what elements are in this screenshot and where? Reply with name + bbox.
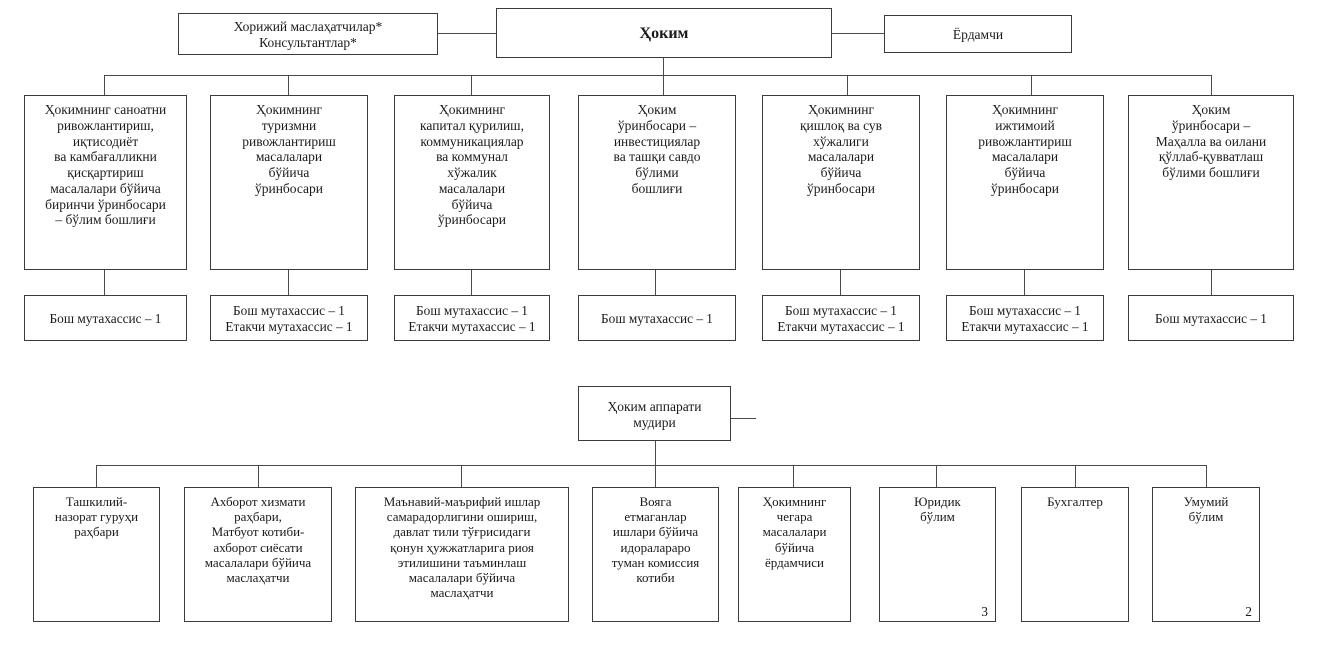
connector-drop-deputy-7 xyxy=(1211,75,1213,95)
node-deputy-6-label: Ҳокимнинг ижтимоий ривожлантириш масалал… xyxy=(978,102,1072,196)
node-deputy-2[interactable]: Ҳокимнинг туризмни ривожлантириш масалал… xyxy=(210,95,368,270)
node-staff-6[interactable]: Бош мутахассис – 1 Етакчи мутахассис – 1 xyxy=(946,295,1104,341)
connector-deputy-6-to-staff xyxy=(1024,270,1026,295)
connector-head-to-assistant xyxy=(832,33,884,35)
node-head[interactable]: Ҳоким xyxy=(496,8,832,58)
connector-drop-deputy-3 xyxy=(471,75,473,95)
node-deputy-3-label: Ҳокимнинг капитал қурилиш, коммуникациял… xyxy=(420,102,524,228)
connector-drop-unit-8 xyxy=(1206,465,1208,487)
connector-apparatus-bus xyxy=(96,465,1206,467)
node-staff-3-label: Бош мутахассис – 1 Етакчи мутахассис – 1 xyxy=(408,303,536,334)
connector-drop-unit-6 xyxy=(936,465,938,487)
connector-deputy-4-to-staff xyxy=(655,270,657,295)
node-unit-2-label: Ахборот хизмати раҳбари, Матбуот котиби-… xyxy=(204,494,312,586)
node-unit-6-label: Юридик бўлим xyxy=(914,494,961,525)
node-staff-3[interactable]: Бош мутахассис – 1 Етакчи мутахассис – 1 xyxy=(394,295,550,341)
node-staff-1-label: Бош мутахассис – 1 xyxy=(49,311,162,327)
connector-drop-deputy-4 xyxy=(663,75,665,95)
node-unit-1[interactable]: Ташкилий- назорат гуруҳи раҳбари xyxy=(33,487,160,622)
node-deputy-1-label: Ҳокимнинг саноатни ривожлантириш, иқтисо… xyxy=(44,102,167,228)
connector-deputy-3-to-staff xyxy=(471,270,473,295)
node-deputy-5-label: Ҳокимнинг қишлоқ ва сув хўжалиги масалал… xyxy=(799,102,883,196)
node-unit-8-label: Умумий бўлим xyxy=(1183,494,1229,525)
node-foreign-advisors-label: Хорижий маслаҳатчилар* Консультантлар* xyxy=(233,19,383,50)
node-unit-6[interactable]: Юридик бўлим 3 xyxy=(879,487,996,622)
connector-drop-deputy-6 xyxy=(1031,75,1033,95)
connector-drop-unit-1 xyxy=(96,465,98,487)
connector-apparatus-stem xyxy=(655,441,657,465)
node-staff-4-label: Бош мутахассис – 1 xyxy=(601,311,713,327)
node-deputy-2-label: Ҳокимнинг туризмни ривожлантириш масалал… xyxy=(242,102,336,196)
connector-drop-unit-3 xyxy=(461,465,463,487)
connector-drop-unit-2 xyxy=(258,465,260,487)
node-staff-4[interactable]: Бош мутахассис – 1 xyxy=(578,295,736,341)
node-deputy-5[interactable]: Ҳокимнинг қишлоқ ва сув хўжалиги масалал… xyxy=(762,95,920,270)
node-unit-7-label: Бухгалтер xyxy=(1047,494,1103,509)
node-staff-5[interactable]: Бош мутахассис – 1 Етакчи мутахассис – 1 xyxy=(762,295,920,341)
node-assistant-label: Ёрдамчи xyxy=(952,27,1004,43)
node-staff-6-label: Бош мутахассис – 1 Етакчи мутахассис – 1 xyxy=(961,303,1089,334)
node-unit-8-count: 2 xyxy=(1245,603,1252,619)
node-staff-5-label: Бош мутахассис – 1 Етакчи мутахассис – 1 xyxy=(777,303,905,334)
node-unit-5[interactable]: Ҳокимнинг чегара масалалари бўйича ёрдам… xyxy=(738,487,851,622)
node-staff-2[interactable]: Бош мутахассис – 1 Етакчи мутахассис – 1 xyxy=(210,295,368,341)
node-assistant[interactable]: Ёрдамчи xyxy=(884,15,1072,53)
node-unit-7[interactable]: Бухгалтер xyxy=(1021,487,1129,622)
node-unit-3-label: Маънавий-маърифий ишлар самарадорлигини … xyxy=(383,494,541,601)
connector-drop-unit-7 xyxy=(1075,465,1077,487)
node-staff-1[interactable]: Бош мутахассис – 1 xyxy=(24,295,187,341)
connector-deputy-5-to-staff xyxy=(840,270,842,295)
node-unit-6-count: 3 xyxy=(981,603,988,619)
connector-head-stem xyxy=(663,58,665,75)
node-staff-2-label: Бош мутахассис – 1 Етакчи мутахассис – 1 xyxy=(225,303,353,334)
node-deputy-7[interactable]: Ҳоким ўринбосари – Маҳалла ва оилани қўл… xyxy=(1128,95,1294,270)
node-unit-1-label: Ташкилий- назорат гуруҳи раҳбари xyxy=(54,494,139,540)
node-apparatus-manager-label: Ҳоким аппарати мудири xyxy=(607,398,702,430)
node-deputy-7-label: Ҳоким ўринбосари – Маҳалла ва оилани қўл… xyxy=(1155,102,1267,181)
node-unit-4[interactable]: Вояга етмаганлар ишлари бўйича идоралара… xyxy=(592,487,719,622)
connector-head-to-advisors xyxy=(438,33,496,35)
connector-drop-deputy-1 xyxy=(104,75,106,95)
connector-drop-unit-4 xyxy=(655,465,657,487)
node-staff-7[interactable]: Бош мутахассис – 1 xyxy=(1128,295,1294,341)
node-deputy-6[interactable]: Ҳокимнинг ижтимоий ривожлантириш масалал… xyxy=(946,95,1104,270)
node-unit-3[interactable]: Маънавий-маърифий ишлар самарадорлигини … xyxy=(355,487,569,622)
connector-drop-deputy-5 xyxy=(847,75,849,95)
node-unit-2[interactable]: Ахборот хизмати раҳбари, Матбуот котиби-… xyxy=(184,487,332,622)
connector-apparatus-side-stub xyxy=(731,418,756,420)
node-staff-7-label: Бош мутахассис – 1 xyxy=(1155,311,1267,327)
node-apparatus-manager[interactable]: Ҳоким аппарати мудири xyxy=(578,386,731,441)
node-unit-4-label: Вояга етмаганлар ишлари бўйича идоралара… xyxy=(611,494,700,586)
connector-drop-deputy-2 xyxy=(288,75,290,95)
connector-deputy-1-to-staff xyxy=(104,270,106,295)
node-unit-5-label: Ҳокимнинг чегара масалалари бўйича ёрдам… xyxy=(762,494,827,570)
node-deputy-4[interactable]: Ҳоким ўринбосари – инвестициялар ва ташқ… xyxy=(578,95,736,270)
node-foreign-advisors[interactable]: Хорижий маслаҳатчилар* Консультантлар* xyxy=(178,13,438,55)
connector-deputy-bus xyxy=(104,75,1211,77)
node-deputy-1[interactable]: Ҳокимнинг саноатни ривожлантириш, иқтисо… xyxy=(24,95,187,270)
node-unit-8[interactable]: Умумий бўлим 2 xyxy=(1152,487,1260,622)
node-deputy-3[interactable]: Ҳокимнинг капитал қурилиш, коммуникациял… xyxy=(394,95,550,270)
node-deputy-4-label: Ҳоким ўринбосари – инвестициялар ва ташқ… xyxy=(613,102,701,196)
connector-deputy-2-to-staff xyxy=(288,270,290,295)
node-head-label: Ҳоким xyxy=(639,24,689,42)
connector-deputy-7-to-staff xyxy=(1211,270,1213,295)
connector-drop-unit-5 xyxy=(793,465,795,487)
